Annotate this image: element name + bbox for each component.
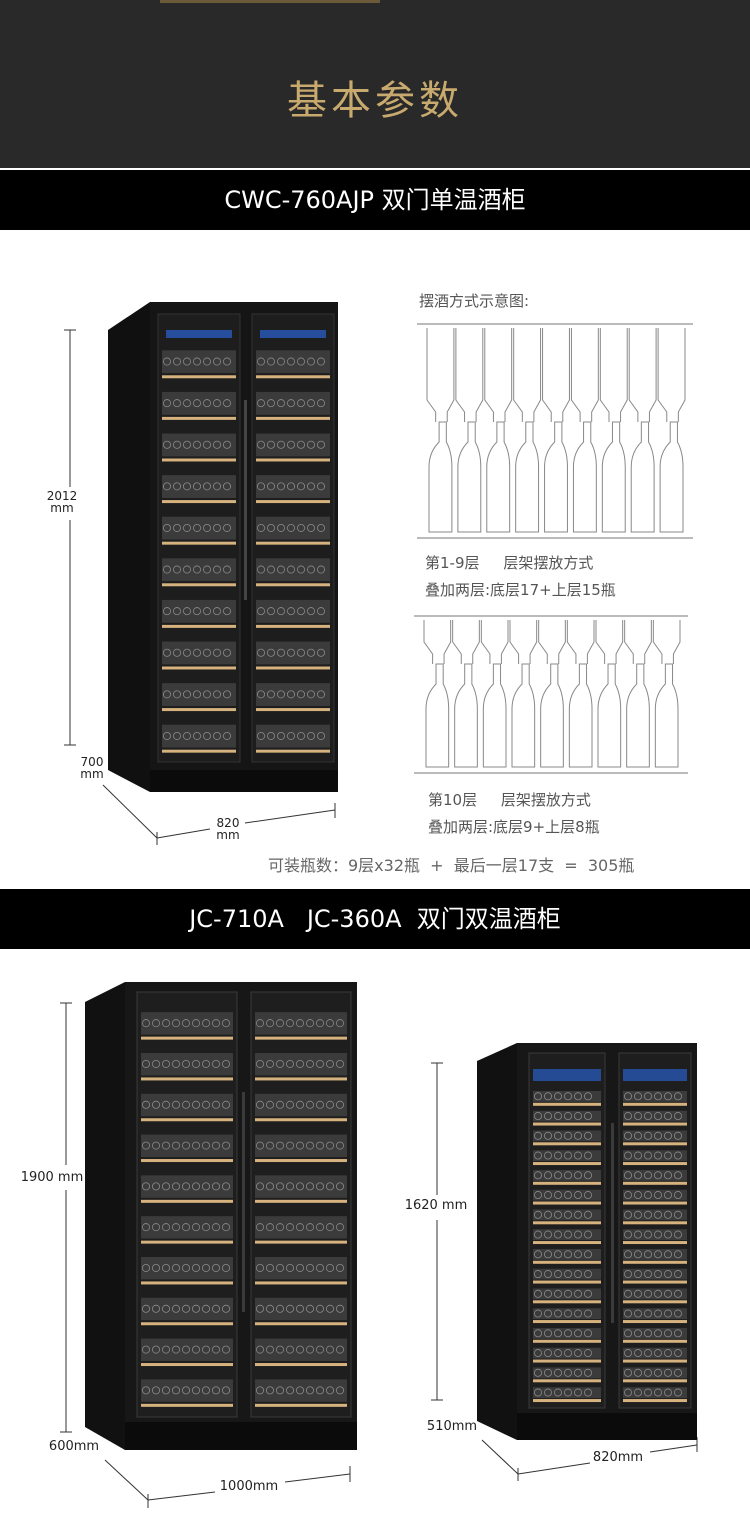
layer10-detail: 叠加两层:底层9+上层8瓶 bbox=[428, 818, 600, 836]
page-header: 基本参数 bbox=[0, 0, 750, 168]
cwc760-fridge-image bbox=[108, 302, 338, 792]
jc360a-depth-label: 510mm bbox=[426, 1419, 478, 1434]
width-value: 820 bbox=[216, 816, 240, 830]
header-accent-strip bbox=[160, 0, 380, 3]
jc710a-height-label: 1900 mm bbox=[20, 1170, 84, 1185]
height-value: 2012 bbox=[46, 489, 78, 503]
layer10-caption: 第10层 层架摆放方式 bbox=[428, 791, 591, 809]
jc360a-width-label: 820mm bbox=[592, 1450, 644, 1465]
cwc760-dimension-lines bbox=[64, 329, 336, 845]
depth-unit: mm bbox=[80, 767, 104, 781]
jc710a-depth-label: 600mm bbox=[48, 1439, 100, 1454]
diagram-title: 摆酒方式示意图: bbox=[419, 292, 530, 310]
height-dimension-label: 2012 mm bbox=[44, 490, 80, 514]
jc710a-fridge-image bbox=[85, 982, 357, 1450]
height-unit: mm bbox=[50, 501, 74, 515]
width-unit: mm bbox=[216, 828, 240, 842]
layer1-caption: 第1-9层 层架摆放方式 bbox=[425, 554, 594, 572]
width-dimension-label: 820 mm bbox=[210, 817, 246, 841]
jc710a-width-label: 1000mm bbox=[219, 1479, 279, 1494]
layer10-bottle-diagram bbox=[414, 615, 688, 774]
page-title: 基本参数 bbox=[287, 78, 463, 124]
layer1-bottle-diagram bbox=[417, 323, 693, 539]
section2-title: JC-710A JC-360A 双门双温酒柜 bbox=[0, 889, 750, 949]
depth-value: 700 bbox=[80, 755, 104, 769]
jc360a-fridge-image bbox=[477, 1043, 697, 1440]
depth-dimension-label: 700 mm bbox=[74, 756, 110, 780]
section1-title: CWC-760AJP 双门单温酒柜 bbox=[0, 170, 750, 230]
layer1-detail: 叠加两层:底层17+上层15瓶 bbox=[425, 581, 616, 599]
capacity-total: 可装瓶数：9层x32瓶 + 最后一层17支 = 305瓶 bbox=[268, 856, 635, 875]
jc360a-height-label: 1620 mm bbox=[404, 1198, 468, 1213]
